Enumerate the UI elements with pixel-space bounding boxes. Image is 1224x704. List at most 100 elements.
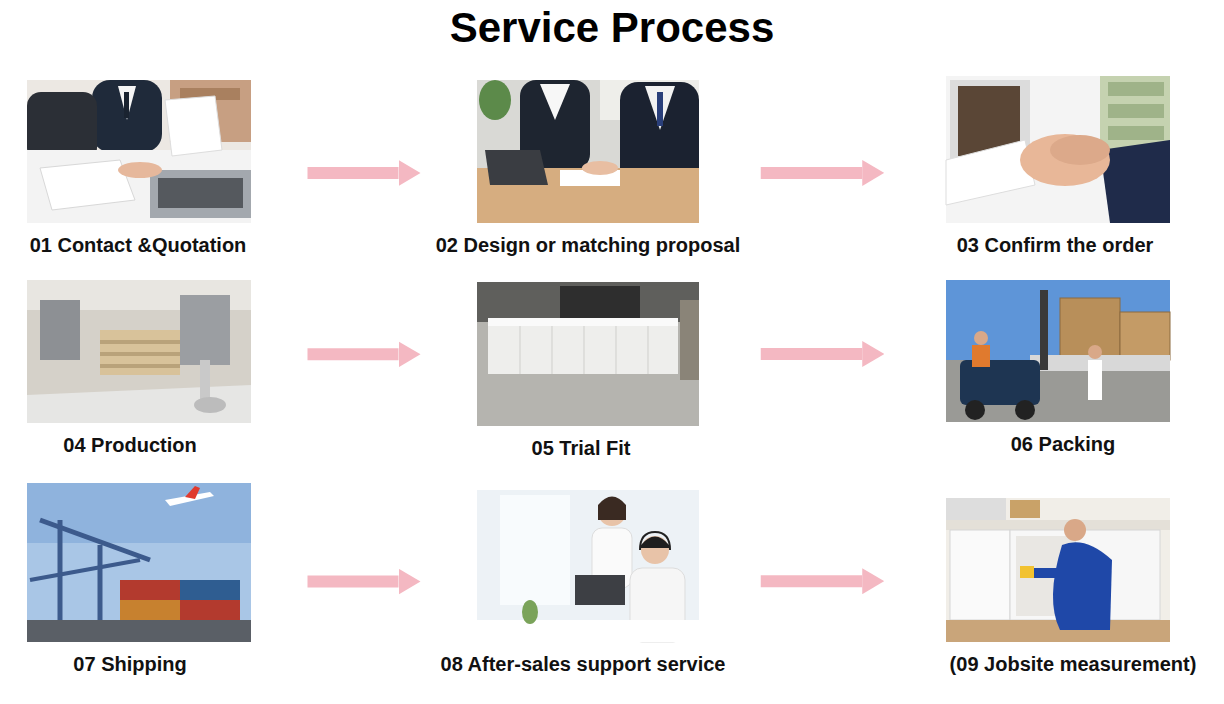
step-caption: 05 Trial Fit	[532, 436, 631, 460]
photo-shape	[477, 620, 699, 642]
diagram-title: Service Process	[0, 2, 1224, 54]
workshop-photo	[27, 280, 251, 423]
photo-shape	[1108, 126, 1164, 140]
photo-shape	[100, 364, 180, 368]
process-step: 04 Production	[27, 280, 251, 423]
photo-shape	[950, 530, 1010, 620]
step-caption: 02 Design or matching proposal	[436, 233, 741, 257]
photo-shape	[120, 600, 180, 620]
flow-arrow	[761, 575, 863, 587]
photo-shape	[582, 161, 618, 175]
photo-shape	[477, 490, 699, 642]
photo-shape	[185, 486, 200, 499]
photo-shape	[488, 318, 678, 326]
photo-shape	[27, 483, 251, 642]
photo-shape	[1040, 290, 1048, 370]
photo-shape	[479, 80, 511, 120]
step-caption: (09 Jobsite measurement)	[950, 652, 1197, 676]
photo-shape	[946, 280, 1170, 422]
photo-shape	[92, 80, 162, 152]
photo-shape	[120, 580, 180, 600]
photo-shape	[40, 520, 150, 560]
flow-arrow	[308, 167, 399, 179]
photo-shape	[540, 84, 570, 120]
photo-shape	[1108, 104, 1164, 118]
step-caption: 07 Shipping	[73, 652, 186, 676]
photo-shape	[1020, 134, 1110, 186]
photo-shape	[680, 300, 699, 380]
photo-shape	[488, 326, 678, 374]
photo-shape	[180, 580, 240, 600]
photo-shape	[1108, 82, 1164, 96]
flow-arrow	[761, 348, 863, 360]
flow-arrow	[308, 348, 399, 360]
handshake-photo	[946, 76, 1170, 223]
photo-shape	[27, 280, 251, 423]
photo-shape	[98, 545, 103, 630]
process-step: 03 Confirm the order	[946, 76, 1170, 223]
photo-shape	[1100, 76, 1170, 151]
photo-shape	[648, 326, 649, 374]
photo-shape	[150, 170, 251, 218]
photo-shape	[1120, 312, 1170, 360]
photo-shape	[100, 340, 180, 344]
photo-shape	[477, 80, 699, 223]
photo-shape	[1050, 135, 1110, 165]
photo-shape	[30, 560, 140, 580]
photo-shape	[100, 330, 180, 375]
flow-arrow	[308, 576, 399, 588]
photo-shape	[575, 575, 625, 605]
photo-shape	[477, 282, 699, 426]
photo-shape	[1015, 400, 1035, 420]
step-caption: 01 Contact &Quotation	[30, 233, 247, 257]
photo-shape	[158, 178, 243, 208]
photo-shape	[946, 498, 1170, 642]
photo-shape	[100, 352, 180, 356]
photo-shape	[27, 150, 251, 223]
photo-shape	[124, 92, 129, 118]
photo-shape	[1053, 542, 1112, 630]
photo-shape	[1100, 140, 1170, 223]
photo-shape	[27, 80, 251, 223]
office-photo	[27, 80, 251, 223]
step-caption: 04 Production	[63, 433, 196, 457]
packing-photo	[946, 280, 1170, 422]
photo-shape	[641, 536, 669, 564]
photo-shape	[560, 286, 640, 318]
photo-shape	[645, 86, 675, 130]
photo-shape	[1088, 360, 1102, 400]
photo-shape	[946, 140, 1035, 205]
photo-shape	[522, 600, 538, 624]
photo-shape	[946, 76, 1170, 223]
photo-shape	[180, 600, 240, 620]
photo-shape	[640, 532, 670, 550]
photo-shape	[477, 282, 699, 322]
photo-shape	[1010, 500, 1040, 518]
photo-shape	[194, 397, 226, 413]
photo-shape	[485, 150, 548, 185]
photo-shape	[165, 96, 222, 156]
photo-shape	[118, 86, 136, 120]
process-step: 02 Design or matching proposal	[477, 80, 699, 223]
process-step: (09 Jobsite measurement)	[946, 498, 1170, 642]
process-step: 01 Contact &Quotation	[27, 80, 251, 223]
process-step: 05 Trial Fit	[477, 282, 699, 426]
photo-shape	[27, 620, 251, 642]
photo-shape	[974, 331, 988, 345]
step-caption: 03 Confirm the order	[957, 233, 1154, 257]
flow-arrow	[761, 167, 863, 179]
shipping-photo	[27, 483, 251, 642]
photo-shape	[1088, 345, 1102, 359]
photo-shape	[180, 295, 230, 365]
photo-shape	[27, 385, 251, 423]
photo-shape	[657, 92, 663, 126]
support-photo	[477, 490, 699, 642]
process-step: 06 Packing	[946, 280, 1170, 422]
measurement-photo	[946, 498, 1170, 642]
photo-shape	[972, 345, 990, 367]
process-step: 08 After-sales support service	[477, 490, 699, 642]
